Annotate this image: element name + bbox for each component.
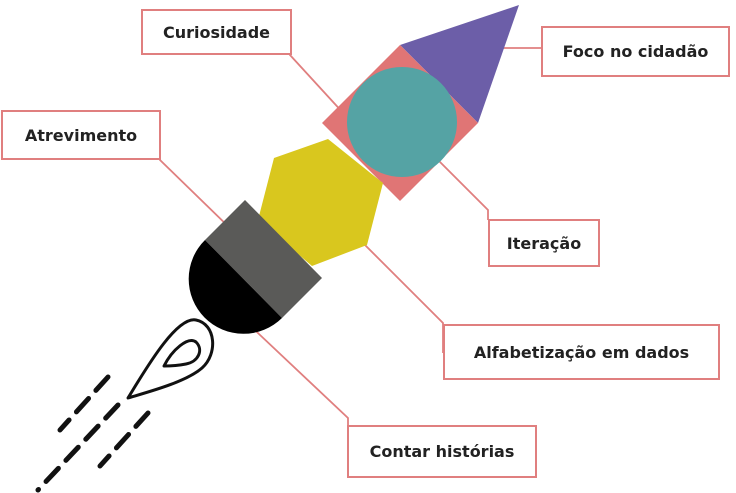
leader-curiosidade [289,30,346,116]
label-iteracao: Iteração [488,219,600,267]
flame-icon [126,318,215,400]
label-contar-historias: Contar histórias [347,425,537,478]
leader-contar-historias [241,317,349,438]
hexagon-shape [258,139,383,266]
label-curiosidade-text: Curiosidade [162,22,271,42]
body-block-shape [205,200,322,318]
base-dome-shape [188,240,282,334]
label-alfabetizacao-em-dados: Alfabetização em dados [443,324,720,380]
nose-cone-shape [400,5,519,123]
circle-shape [347,67,457,177]
speed-lines [35,374,151,493]
speed-line-3 [97,410,151,469]
label-foco-no-cidadao: Foco no cidadão [541,26,730,77]
label-atrevimento-text: Atrevimento [24,125,138,145]
label-alfabetizacao-em-dados-text: Alfabetização em dados [473,342,690,362]
label-atrevimento: Atrevimento [1,110,161,160]
label-curiosidade: Curiosidade [141,9,292,55]
label-foco-no-cidadao-text: Foco no cidadão [562,42,709,61]
label-contar-historias-text: Contar histórias [369,442,515,461]
leader-atrevimento [159,133,235,233]
label-iteracao-text: Iteração [506,233,582,253]
speed-line-1 [57,374,111,433]
speed-line-2 [35,402,121,493]
